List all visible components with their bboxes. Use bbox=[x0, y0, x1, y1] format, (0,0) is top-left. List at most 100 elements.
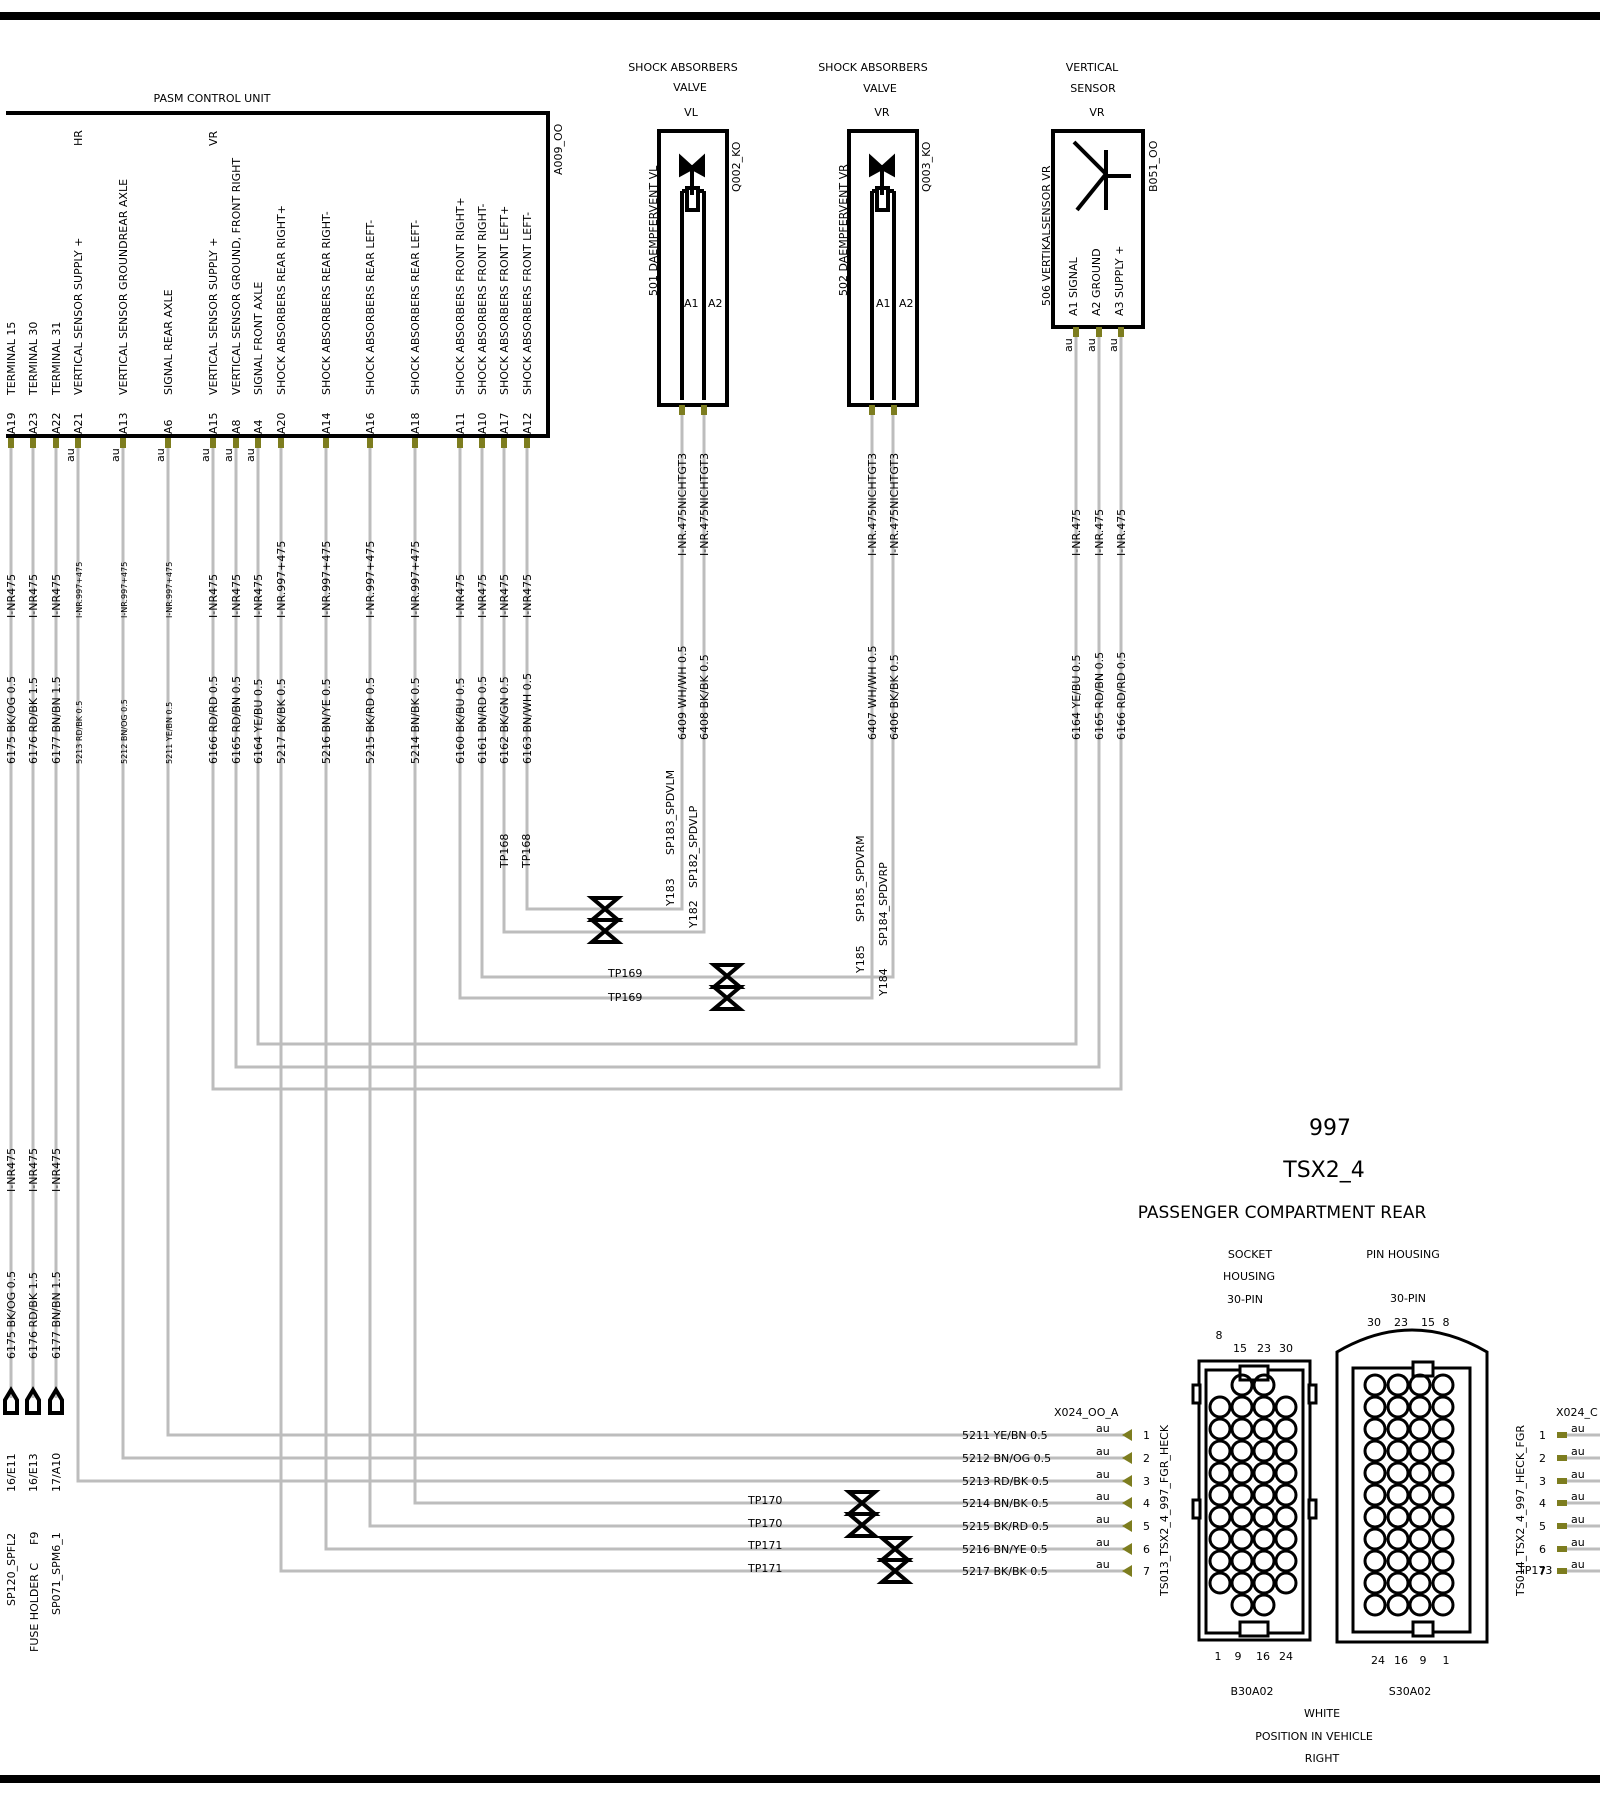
x024a-pin-terminal-0 bbox=[1122, 1429, 1132, 1441]
pasm-pin-terminal bbox=[210, 438, 216, 448]
title-model: 997 bbox=[1309, 1116, 1351, 1141]
footer-right: RIGHT bbox=[1305, 1752, 1340, 1765]
sensor-au-0: au bbox=[1062, 338, 1075, 352]
x024a-pin-terminal-4 bbox=[1122, 1520, 1132, 1532]
wire-name-15: 6162 BK/GN 0.5 bbox=[498, 676, 511, 764]
wire-tag-16: I-NR475 bbox=[521, 574, 534, 618]
pasm-pin-terminal bbox=[479, 438, 485, 448]
socket-top-num-3: 30 bbox=[1279, 1342, 1293, 1355]
tp169-connector-icon bbox=[708, 963, 746, 1011]
pasm-func-1: TERMINAL 30 bbox=[27, 322, 40, 396]
wire-name-13: 6160 BK/BU 0.5 bbox=[454, 677, 467, 764]
x024b-pin-terminal-3 bbox=[1557, 1500, 1567, 1506]
pasm-pin-14: A10 bbox=[476, 412, 489, 434]
pasm-pin-16: A12 bbox=[521, 412, 534, 434]
footer-white: WHITE bbox=[1304, 1707, 1340, 1720]
x024a-au-1: au bbox=[1096, 1445, 1110, 1458]
wire-tag-9: I-NR.997+475 bbox=[275, 541, 288, 618]
top-frame-bar bbox=[0, 12, 1600, 20]
label-sp071: SP071_SPM6_1 bbox=[50, 1532, 63, 1615]
sensor-pin-terminal-2 bbox=[1118, 327, 1124, 337]
x024b-pin-4: 5 bbox=[1539, 1520, 1546, 1533]
pinh-bot-num-3: 1 bbox=[1443, 1654, 1450, 1667]
footer-position: POSITION IN VEHICLE bbox=[1255, 1730, 1373, 1743]
wire-name-bottom-2: 6177 BN/BN 1.5 bbox=[50, 1271, 63, 1359]
splice-sp183: SP183_SPDVLM bbox=[664, 770, 677, 855]
wire-5212 bbox=[121, 443, 1125, 1460]
sensor-head-3: VR bbox=[1089, 106, 1105, 119]
wire-tag-13: I-NR475 bbox=[454, 574, 467, 618]
bottom-frame-bar bbox=[0, 1775, 1600, 1783]
x024a-pin-terminal-1 bbox=[1122, 1452, 1132, 1464]
wire-name-10: 5216 BN/YE 0.5 bbox=[320, 678, 333, 764]
x024b-pin-terminal-6 bbox=[1557, 1568, 1567, 1574]
sensor-au-1: au bbox=[1085, 338, 1098, 352]
pasm-pin-terminal bbox=[412, 438, 418, 448]
pasm-func-11: SHOCK ABSORBERS REAR LEFT- bbox=[364, 220, 377, 395]
x024a-pin-1: 2 bbox=[1143, 1452, 1150, 1465]
title-sheet: TSX2_4 bbox=[1282, 1158, 1364, 1183]
au-mark-5: au bbox=[154, 448, 167, 462]
pasm-top-6: VR bbox=[207, 130, 220, 146]
pinh-top-num-0: 30 bbox=[1367, 1316, 1381, 1329]
pasm-pin-10: A14 bbox=[320, 412, 333, 434]
fuse-arrow-icon bbox=[48, 1386, 64, 1415]
wires-layer bbox=[9, 331, 1125, 1573]
wire-tag-bottom-2: I-NR475 bbox=[50, 1148, 63, 1192]
x024a-wire-2: 5213 RD/BK 0.5 bbox=[962, 1475, 1049, 1488]
wire-5215 bbox=[368, 443, 1125, 1528]
au-mark-3: au bbox=[64, 448, 77, 462]
pasm-pin-terminal bbox=[367, 438, 373, 448]
socket-top-num-2: 23 bbox=[1257, 1342, 1271, 1355]
valve-vl-pin-a1: A1 bbox=[684, 297, 699, 310]
pasm-top-3: HR bbox=[72, 130, 85, 146]
wire-name-4: 5212 BN/OG 0.5 bbox=[120, 699, 129, 764]
x024a-pin-terminal-3 bbox=[1122, 1497, 1132, 1509]
pinh-top-num-3: 8 bbox=[1443, 1316, 1450, 1329]
valve_vl-pin-a1-terminal bbox=[679, 405, 685, 415]
valve_vr-wire-1: 6406 BK/BK 0.5 bbox=[888, 654, 901, 740]
wire-name-16: 6163 BN/WH 0.5 bbox=[521, 673, 534, 764]
x024b-pin-1: 2 bbox=[1539, 1452, 1546, 1465]
y183: Y183 bbox=[664, 878, 677, 907]
sensor-au-2: au bbox=[1107, 338, 1120, 352]
pin-housing-icon bbox=[1335, 1328, 1489, 1644]
x024a-au-4: au bbox=[1096, 1513, 1110, 1526]
sensor-tag-1: I-NR.475 bbox=[1093, 509, 1106, 556]
socket-bot-num-2: 16 bbox=[1256, 1650, 1270, 1663]
x024b-pin-5: 6 bbox=[1539, 1543, 1546, 1556]
socket-top-num-1: 15 bbox=[1233, 1342, 1247, 1355]
au-mark-7: au bbox=[222, 448, 235, 462]
pasm-pin-terminal bbox=[255, 438, 261, 448]
x024a-au-6: au bbox=[1096, 1558, 1110, 1571]
pasm-pin-3: A21 bbox=[72, 412, 85, 434]
wire-5216 bbox=[324, 443, 1125, 1551]
pasm-pin-terminal bbox=[8, 438, 14, 448]
valve-vr-head-1: SHOCK ABSORBERS bbox=[818, 61, 928, 74]
wire-6164 bbox=[256, 331, 1078, 1046]
x024b-pin-terminal-1 bbox=[1557, 1455, 1567, 1461]
wire-6161 bbox=[480, 405, 895, 979]
pasm-pin-12: A18 bbox=[409, 412, 422, 434]
socket-head-0: SOCKET bbox=[1228, 1248, 1272, 1261]
x024a-wire-6: 5217 BK/BK 0.5 bbox=[962, 1565, 1048, 1578]
valve_vr-valve-symbol-icon bbox=[869, 153, 896, 400]
valve_vl-wire-0: 6409 WH/WH 0.5 bbox=[676, 646, 689, 740]
valve-vl-head-2: VALVE bbox=[673, 81, 707, 94]
wire-5211 bbox=[166, 443, 1125, 1437]
tp170-a: TP170 bbox=[747, 1494, 782, 1507]
valve-vr: SHOCK ABSORBERS VALVE VR Q003_KO 502 DAE… bbox=[818, 61, 933, 740]
x024a-side-label: TS013_TSX2_4_997_FGR_HECK bbox=[1158, 1424, 1171, 1597]
valve_vr-tag-1: I-NR.475NICHTGT3 bbox=[888, 453, 901, 556]
tp168-a: TP168 bbox=[498, 834, 511, 869]
x024a-wire-1: 5212 BN/OG 0.5 bbox=[962, 1452, 1051, 1465]
x024a-pin-terminal-6 bbox=[1122, 1565, 1132, 1577]
wire-5217 bbox=[279, 443, 1125, 1573]
tp171-a: TP171 bbox=[747, 1539, 782, 1552]
pasm-pin-terminal bbox=[30, 438, 36, 448]
wire-name-2: 6177 BN/BN 1.5 bbox=[50, 676, 63, 764]
valve_vl-tag-1: I-NR.475NICHTGT3 bbox=[698, 453, 711, 556]
pasm-pin-terminal bbox=[457, 438, 463, 448]
wire-tag-11: I-NR.997+475 bbox=[364, 541, 377, 618]
